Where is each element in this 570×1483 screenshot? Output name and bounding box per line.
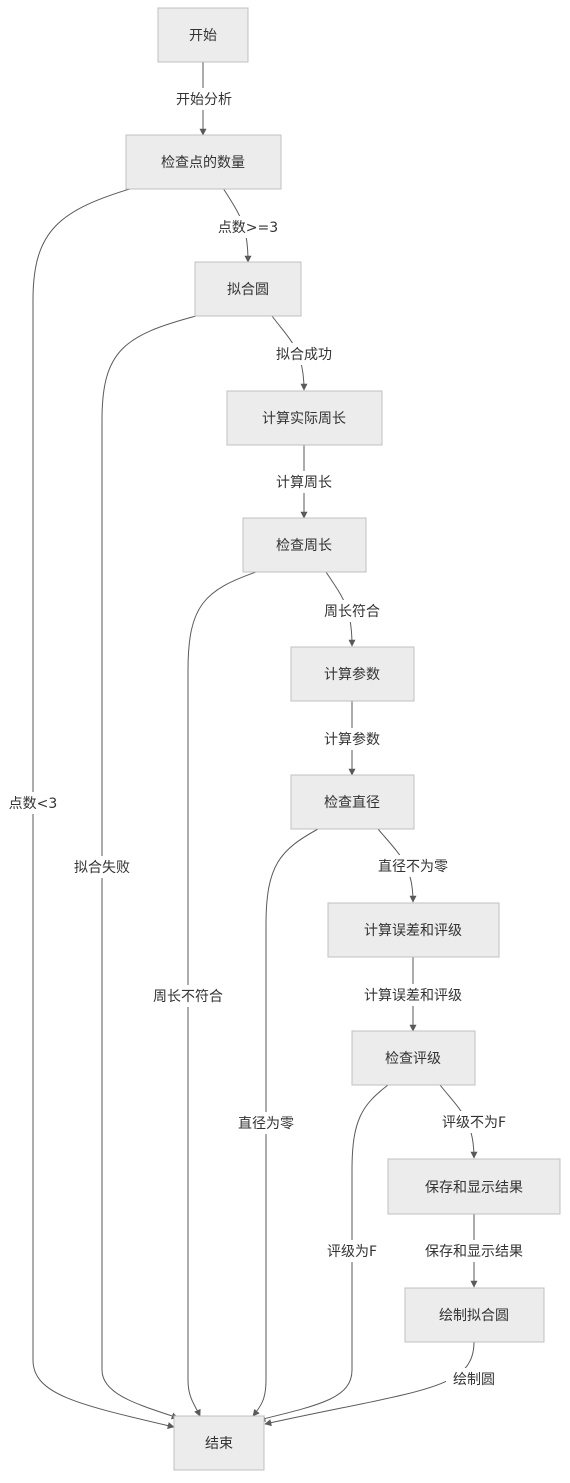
node-check-grade-label: 检查评级 [385,1051,441,1067]
edge-label-points-lt3: 点数<3 [9,796,58,812]
node-calc-error: 计算误差和评级 [327,902,500,958]
edge-label-start-analysis: 开始分析 [176,92,232,108]
edge-label-calc-perimeter: 计算周长 [276,475,332,491]
edge-label-calc-params: 计算参数 [324,731,380,748]
node-calc-params: 计算参数 [290,646,415,702]
edge-check-perimeter-to-end [187,571,257,1417]
edge-label-diameter-nonzero: 直径不为零 [378,858,448,875]
node-check-grade: 检查评级 [351,1030,476,1086]
node-fit-circle-label: 拟合圆 [227,282,269,298]
edge-label-draw-circle: 绘制圆 [453,1372,495,1388]
node-calc-error-label: 计算误差和评级 [364,923,462,939]
edge-labels: 开始分析 点数>=3 点数<3 拟合成功 拟合失败 计算周长 周长符合 周长不符… [4,88,531,1390]
edge-label-grade-not-f: 评级不为F [442,1115,506,1131]
edge-fit-to-end [101,315,197,1420]
node-end-label: 结束 [205,1436,233,1452]
node-draw-fit-label: 绘制拟合圆 [439,1308,509,1324]
node-check-perimeter: 检查周长 [242,517,367,573]
edge-check-points-to-end [32,187,175,1429]
node-check-diameter: 检查直径 [290,774,415,830]
edge-label-fit-fail: 拟合失败 [74,860,130,876]
edge-check-diameter-to-end [252,828,319,1417]
node-calc-perimeter: 计算实际周长 [226,390,383,446]
edge-label-calc-error: 计算误差和评级 [364,988,462,1004]
node-start: 开始 [157,7,249,63]
node-check-diameter-label: 检查直径 [324,794,380,811]
edge-label-diameter-zero: 直径为零 [238,1115,294,1132]
node-start-label: 开始 [189,28,217,44]
edge-draw-to-end [264,1341,475,1427]
node-draw-fit: 绘制拟合圆 [404,1287,545,1343]
edge-label-grade-f: 评级为F [327,1244,377,1260]
edge-label-save-display: 保存和显示结果 [425,1244,523,1260]
node-save-display: 保存和显示结果 [387,1158,561,1215]
node-check-perimeter-label: 检查周长 [276,538,332,554]
edge-label-fit-success: 拟合成功 [276,347,332,363]
node-end: 结束 [173,1415,265,1471]
node-calc-params-label: 计算参数 [324,666,380,683]
edges [32,62,478,1429]
node-check-points-label: 检查点的数量 [161,155,245,171]
edge-check-grade-to-end [258,1084,389,1422]
node-check-points: 检查点的数量 [125,134,282,190]
nodes: 开始 检查点的数量 拟合圆 计算实际周长 检查周长 计算参数 检查直径 [125,7,561,1471]
node-save-display-label: 保存和显示结果 [425,1180,523,1196]
node-calc-perimeter-label: 计算实际周长 [262,411,346,427]
edge-label-perimeter-bad: 周长不符合 [153,989,223,1005]
edge-label-perimeter-ok: 周长符合 [324,604,380,620]
node-fit-circle: 拟合圆 [194,261,302,317]
edge-label-points-ge3: 点数>=3 [218,220,278,236]
